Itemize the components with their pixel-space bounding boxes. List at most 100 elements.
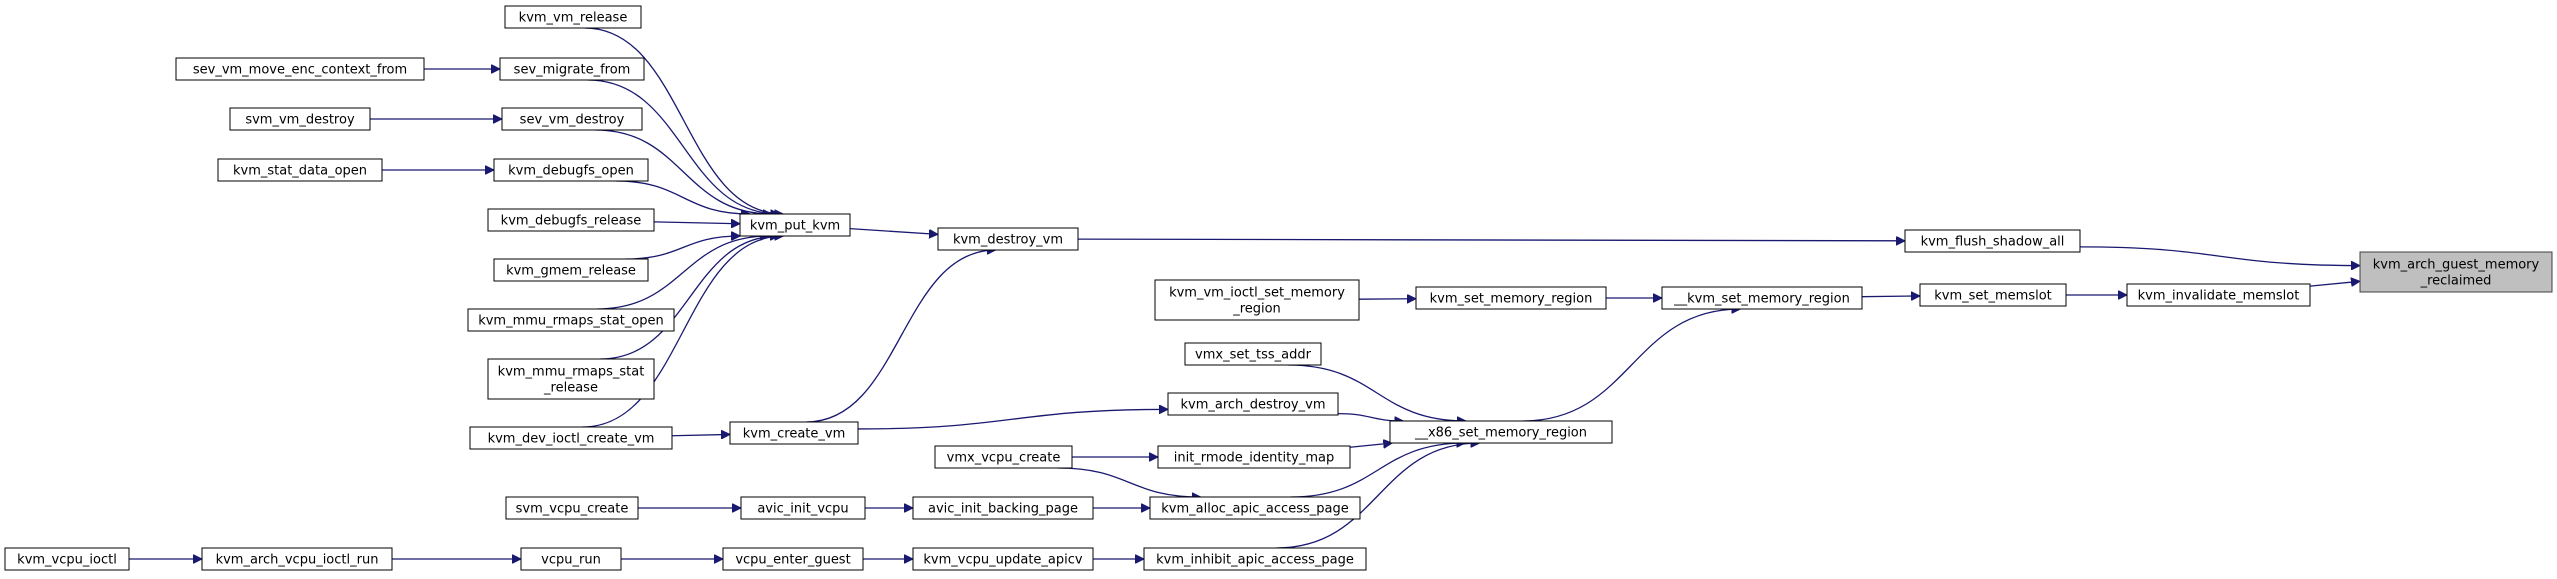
node-enter-guest[interactable]: vcpu_enter_guest [722, 547, 864, 571]
edge-n_rmaps_open-to-n_put_kvm [596, 236, 769, 310]
node-box [729, 421, 859, 445]
node-label: init_rmode_identity_map [1174, 451, 1335, 466]
edge-n_kset_memreg-to-n_set_memslot [1861, 296, 1920, 297]
node-box [1167, 392, 1339, 416]
node-label: vmx_set_tss_addr [1195, 348, 1312, 363]
edge-n_flush-to-n_root [2079, 246, 2360, 266]
node-avic-backing[interactable]: avic_init_backing_page [912, 496, 1094, 520]
node-label: kvm_put_kvm [750, 219, 840, 234]
node-box [937, 227, 1079, 251]
node-box [520, 547, 622, 571]
node-label: kvm_destroy_vm [953, 233, 1063, 248]
node-arch-destroy[interactable]: kvm_arch_destroy_vm [1167, 392, 1339, 416]
node-set-memreg[interactable]: kvm_set_memory_region [1415, 286, 1607, 310]
node-inval[interactable]: kvm_invalidate_memslot [2126, 283, 2311, 307]
node-vcpu-ioctl[interactable]: kvm_vcpu_ioctl [4, 547, 130, 571]
edge-n_rmaps_rel-to-n_put_kvm [600, 236, 779, 360]
node-sev-migrate[interactable]: sev_migrate_from [499, 57, 645, 81]
edge-n_inhibit_apic-to-n_x86_setmem [1276, 443, 1479, 549]
node-label: kvm_set_memory_region [1430, 292, 1593, 307]
edge-n_vmx_tss-to-n_x86_setmem [1287, 364, 1466, 421]
edge-n_inval-to-n_root [2309, 281, 2360, 287]
node-update-apicv[interactable]: kvm_vcpu_update_apicv [912, 547, 1094, 571]
node-stat-open[interactable]: kvm_stat_data_open [217, 158, 383, 182]
node-label: _release [543, 381, 598, 396]
node-box [740, 496, 866, 520]
node-label: kvm_alloc_apic_access_page [1161, 502, 1348, 517]
node-avic-vcpu[interactable]: avic_init_vcpu [740, 496, 866, 520]
node-label: kvm_vcpu_update_apicv [923, 553, 1082, 568]
node-box [229, 107, 371, 131]
node-vmx-vcpu[interactable]: vmx_vcpu_create [934, 445, 1073, 469]
node-box [912, 547, 1094, 571]
node-put-kvm[interactable]: kvm_put_kvm [739, 213, 851, 237]
node-label: kvm_vcpu_ioctl [17, 553, 117, 568]
node-label: kvm_stat_data_open [233, 164, 367, 179]
node-box [504, 5, 642, 29]
node-box [505, 496, 639, 520]
node-box [217, 158, 383, 182]
node-vcpu-run[interactable]: vcpu_run [520, 547, 622, 571]
node-label: kvm_set_memslot [1934, 289, 2052, 304]
edge-n_dev_create-to-n_put_kvm [582, 236, 784, 428]
node-svm-destroy[interactable]: svm_vm_destroy [229, 107, 371, 131]
edge-n_debugfs_open-to-n_put_kvm [615, 180, 750, 214]
node-label: kvm_invalidate_memslot [2138, 289, 2300, 304]
edge-n_x86_setmem-to-n_kset_memreg [1522, 309, 1740, 422]
node-gmem-rel[interactable]: kvm_gmem_release [493, 258, 649, 282]
node-label: avic_init_vcpu [757, 502, 848, 517]
node-root[interactable]: kvm_arch_guest_memory_reclaimed [2359, 251, 2553, 293]
node-init-rmode[interactable]: init_rmode_identity_map [1157, 445, 1351, 469]
node-box [1184, 342, 1322, 366]
node-box [467, 308, 675, 332]
node-box [934, 445, 1073, 469]
function-nodes: kvm_arch_guest_memory_reclaimed kvm_flush… [4, 5, 2553, 571]
edge-n_vmx_vcpu-to-n_alloc_apic [1057, 467, 1201, 497]
node-dev-create[interactable]: kvm_dev_ioctl_create_vm [469, 426, 673, 450]
node-sev-move[interactable]: sev_vm_move_enc_context_from [175, 57, 425, 81]
node-label: svm_vcpu_create [516, 502, 629, 517]
node-vmx-tss[interactable]: vmx_set_tss_addr [1184, 342, 1322, 366]
node-ioctl-setmem[interactable]: kvm_vm_ioctl_set_memory_region [1154, 279, 1360, 321]
node-label: kvm_arch_vcpu_ioctl_run [216, 553, 379, 568]
node-destroy-vm[interactable]: kvm_destroy_vm [937, 227, 1079, 251]
node-box [1143, 547, 1367, 571]
node-label: vcpu_enter_guest [735, 553, 850, 568]
node-label: sev_migrate_from [514, 63, 631, 78]
node-inhibit-apic[interactable]: kvm_inhibit_apic_access_page [1143, 547, 1367, 571]
edge-n_create_vm-to-n_destroy_vm [806, 250, 996, 423]
edge-n_sev_migrate-to-n_put_kvm [587, 79, 780, 214]
node-kset-memreg[interactable]: __kvm_set_memory_region [1661, 286, 1863, 310]
node-box [499, 57, 645, 81]
node-rmaps-rel[interactable]: kvm_mmu_rmaps_stat_release [487, 358, 655, 400]
node-box [1149, 496, 1361, 520]
node-label: avic_init_backing_page [928, 502, 1078, 517]
node-label: sev_vm_move_enc_context_from [193, 63, 407, 78]
node-box [493, 158, 649, 182]
node-box [4, 547, 130, 571]
node-x86-setmem[interactable]: __x86_set_memory_region [1389, 420, 1613, 444]
node-create-vm[interactable]: kvm_create_vm [729, 421, 859, 445]
node-set-memslot[interactable]: kvm_set_memslot [1919, 283, 2067, 307]
node-vm-release[interactable]: kvm_vm_release [504, 5, 642, 29]
node-debugfs-rel[interactable]: kvm_debugfs_release [487, 208, 655, 232]
node-box [175, 57, 425, 81]
node-debugfs-open[interactable]: kvm_debugfs_open [493, 158, 649, 182]
node-box [1389, 420, 1613, 444]
node-rmaps-open[interactable]: kvm_mmu_rmaps_stat_open [467, 308, 675, 332]
node-box [1919, 283, 2067, 307]
node-label: kvm_vm_release [519, 11, 628, 26]
node-label: kvm_inhibit_apic_access_page [1156, 553, 1354, 568]
node-flush[interactable]: kvm_flush_shadow_all [1904, 229, 2081, 253]
node-label: svm_vm_destroy [245, 113, 355, 128]
node-label: vcpu_run [541, 553, 601, 568]
node-alloc-apic[interactable]: kvm_alloc_apic_access_page [1149, 496, 1361, 520]
node-box [469, 426, 673, 450]
node-arch-ioctl-run[interactable]: kvm_arch_vcpu_ioctl_run [201, 547, 393, 571]
edge-n_create_vm-to-n_arch_destroy [857, 409, 1168, 430]
node-label: kvm_debugfs_open [508, 164, 634, 179]
edge-n_alloc_apic-to-n_x86_setmem [1290, 443, 1466, 498]
node-svm-vcpu[interactable]: svm_vcpu_create [505, 496, 639, 520]
edge-n_vm_release-to-n_put_kvm [584, 27, 784, 214]
node-sev-destroy[interactable]: sev_vm_destroy [501, 107, 643, 131]
